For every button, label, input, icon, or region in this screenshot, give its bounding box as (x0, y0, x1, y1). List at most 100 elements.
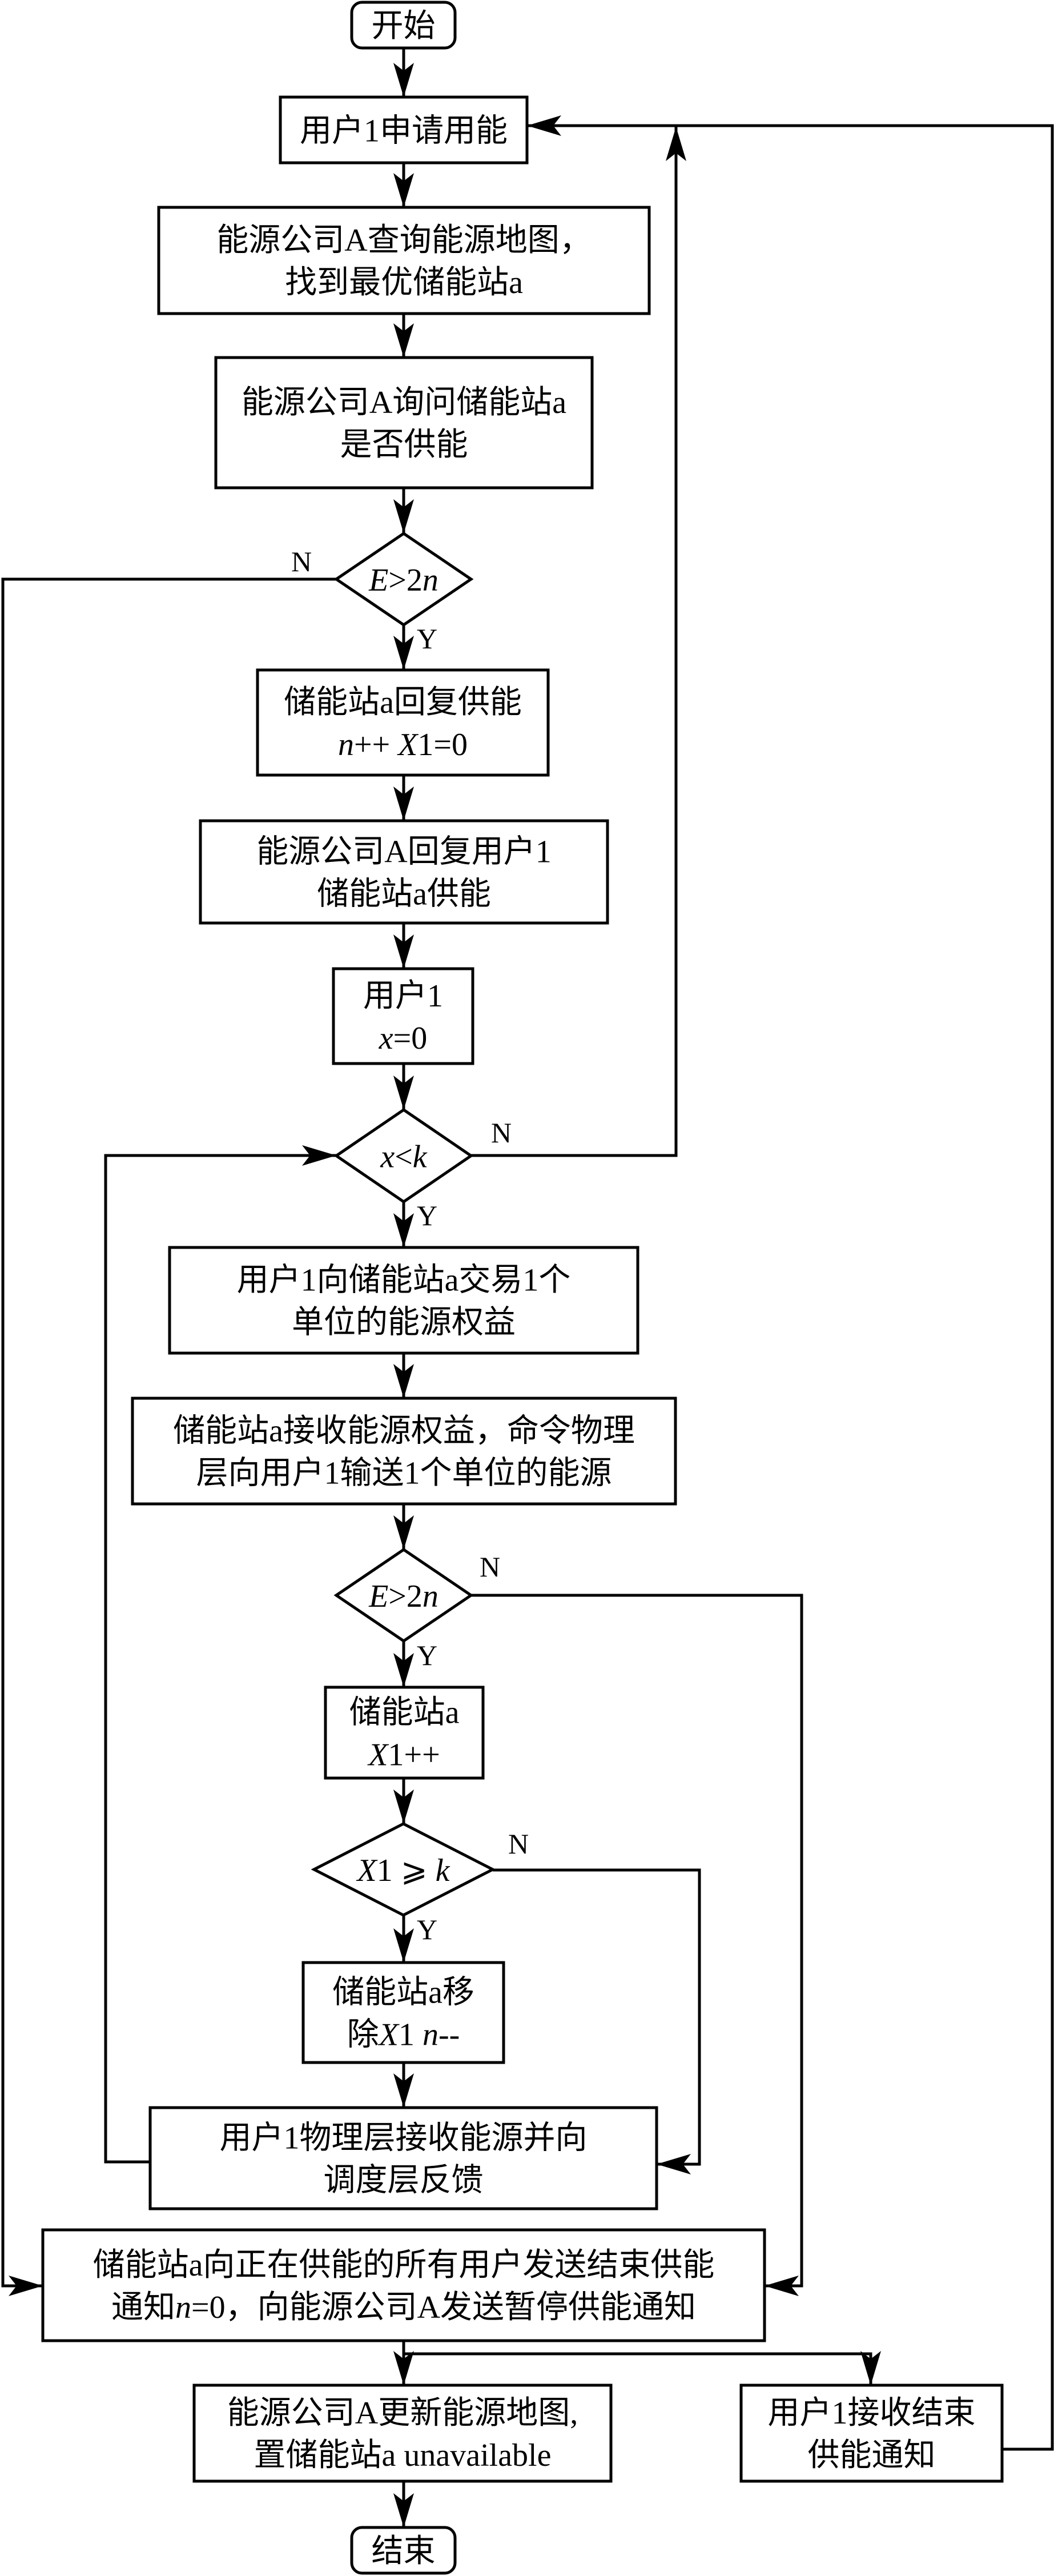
node-text-line: 用户1申请用能 (300, 114, 508, 149)
node-text-line: 开始 (372, 9, 436, 44)
process-box (332, 967, 474, 1065)
text-segment: =0，向能源公司A发送暂停供能通知 (191, 2290, 696, 2325)
text-segment: 单位的能源权益 (292, 1305, 516, 1341)
process-box (279, 95, 529, 164)
text-segment: n (423, 1579, 439, 1614)
text-segment: ++ (354, 727, 398, 763)
text-segment: 结束 (372, 2534, 436, 2569)
connector-arrow (493, 1868, 701, 2174)
text-segment: 1=0 (417, 727, 468, 763)
yes-label: Y (417, 1199, 437, 1231)
process-box (41, 2228, 766, 2342)
node-b3: 能源公司A询问储能站a 是否供能 (214, 356, 594, 489)
node-b4: 储能站a回复供能 n++ X1=0 (256, 668, 550, 777)
text-segment: n (423, 2017, 439, 2053)
node-text-line: E>2n (368, 1579, 439, 1614)
text-segment: 供能通知 (808, 2438, 936, 2473)
node-text-line: 是否供能 (340, 427, 468, 463)
text-segment: 储能站a (349, 1695, 460, 1731)
text-segment: >2 (388, 1579, 423, 1614)
text-segment: X (367, 1738, 389, 1773)
node-text-line: 能源公司A查询能源地图， (216, 223, 591, 258)
node-text-line: X1 ⩾ k (356, 1853, 450, 1888)
node-text-line: 能源公司A询问储能站a (242, 385, 566, 420)
text-segment: 层向用户1输送1个单位的能源 (196, 1456, 612, 1491)
node-b2: 能源公司A查询能源地图， 找到最优储能站a (157, 206, 651, 315)
node-text-line: x=0 (379, 1021, 427, 1056)
text-segment: n (423, 563, 439, 598)
no-label: N (480, 1551, 500, 1583)
node-text-line: x<k (380, 1139, 427, 1175)
text-segment: 置储能站a unavailable (254, 2438, 552, 2473)
node-text-line: 用户1接收结束 (768, 2396, 976, 2431)
decision-diamond (311, 1822, 496, 1917)
text-segment: E (368, 563, 388, 598)
node-b13: 能源公司A更新能源地图, 置储能站a unavailable (192, 2384, 613, 2483)
text-segment: -- (439, 2017, 460, 2053)
node-b1: 用户1申请用能 (279, 95, 529, 164)
text-segment: k (413, 1139, 428, 1175)
text-segment: 通知 (111, 2290, 175, 2325)
text-segment: k (436, 1853, 450, 1888)
process-box (131, 1397, 677, 1506)
process-box (157, 206, 651, 315)
node-text-line: 除X1 n-- (347, 2017, 460, 2053)
connectors (1, 48, 1054, 2527)
text-segment: 用户1申请用能 (300, 114, 508, 149)
node-text-line: E>2n (368, 563, 439, 598)
text-segment: 储能站a移 (332, 1975, 474, 2011)
decision-diamond (333, 1547, 474, 1643)
node-text-line: 能源公司A更新能源地图, (227, 2396, 578, 2431)
connector-arrow (104, 1145, 336, 2164)
decision-diamond (333, 531, 474, 627)
node-text-line: n++ X1=0 (338, 727, 468, 763)
terminal-box (350, 2526, 457, 2575)
no-label: N (291, 545, 312, 577)
text-segment: 1 (399, 2017, 423, 2053)
text-segment: n (175, 2290, 191, 2325)
node-text-line: 置储能站a unavailable (254, 2438, 552, 2473)
text-segment: 用户1物理层接收能源并向 (220, 2121, 588, 2156)
text-segment: 用户1接收结束 (768, 2396, 976, 2431)
connector-arrow (404, 2351, 881, 2385)
text-segment: 1 ⩾ (377, 1853, 436, 1888)
text-segment: 能源公司A查询能源地图， (216, 223, 591, 258)
text-segment: >2 (388, 563, 423, 598)
process-box (148, 2106, 658, 2210)
node-text-line: 储能站a接收能源权益，命令物理 (173, 1414, 635, 1449)
text-segment: 储能站a向正在供能的所有用户发送结束供能 (93, 2248, 715, 2283)
node-text-line: 能源公司A回复用户1 (256, 834, 551, 870)
text-segment: x (379, 1021, 393, 1056)
node-text-line: 用户1 (363, 978, 443, 1014)
process-box (301, 1961, 505, 2064)
text-segment: E (368, 1579, 388, 1614)
process-box (192, 2384, 613, 2483)
node-text-line: X1++ (367, 1738, 440, 1773)
text-segment: 储能站a回复供能 (284, 685, 522, 720)
node-start: 开始 (350, 1, 457, 50)
yes-label: Y (417, 623, 437, 655)
node-text-line: 用户1物理层接收能源并向 (220, 2121, 588, 2156)
node-text-line: 储能站a移 (332, 1975, 474, 2011)
decision-diamond (333, 1108, 474, 1204)
node-b6: 用户1 x=0 (332, 967, 474, 1065)
text-segment: =0 (393, 1021, 428, 1056)
text-segment: n (338, 727, 354, 763)
process-box (199, 819, 609, 925)
node-d2: x<k (333, 1108, 474, 1204)
text-segment: 用户1向储能站a交易1个 (237, 1263, 571, 1298)
connector-arrow (471, 127, 686, 1157)
connector-arrow (1, 577, 336, 2296)
node-d3: E>2n (333, 1547, 474, 1643)
no-label: N (508, 1828, 529, 1860)
node-text-line: 找到最优储能站a (285, 265, 523, 300)
connector-arrow (527, 115, 1054, 2451)
